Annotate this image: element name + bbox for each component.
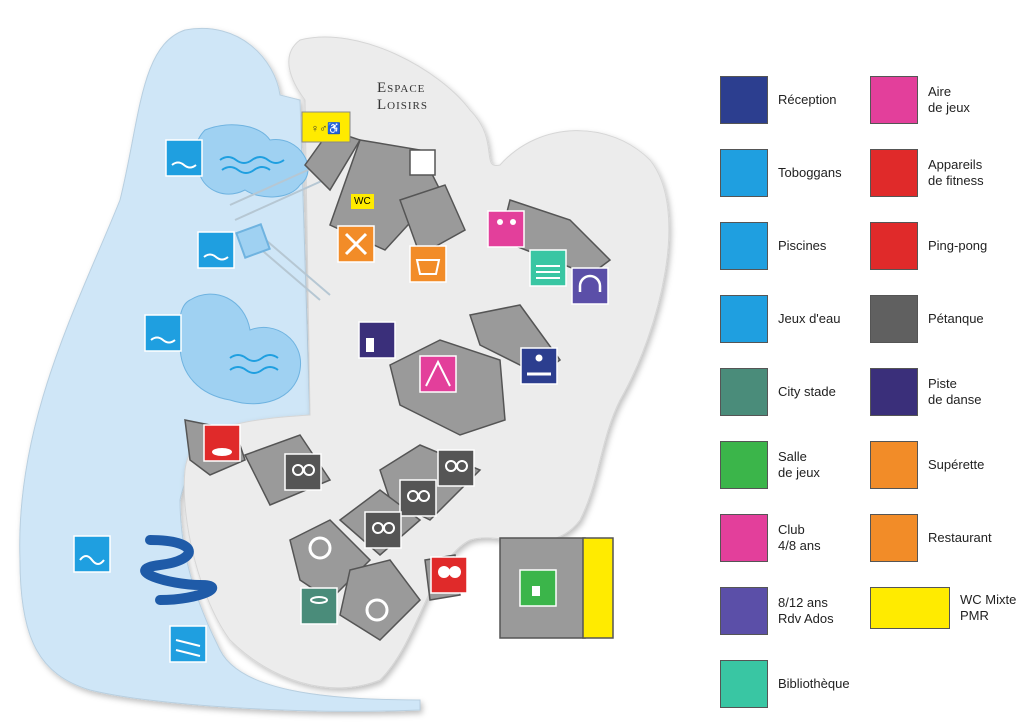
ping-pong-icon: [870, 222, 918, 270]
legend-item: Appareils de fitness: [870, 149, 984, 197]
legend-label: Salle de jeux: [778, 449, 820, 480]
map-pin-fitness[interactable]: [203, 424, 241, 462]
legend-item: Piscines: [720, 222, 826, 270]
water-games-icon: [720, 295, 768, 343]
headphones-icon: [720, 587, 768, 635]
map-pin-game-room[interactable]: [519, 569, 557, 607]
fitness-icon: [870, 149, 918, 197]
wc-tag: WC: [351, 194, 374, 209]
legend-label: Club 4/8 ans: [778, 522, 821, 553]
legend-item: WC Mixte PMR: [870, 587, 1016, 629]
map-pin-pool-2[interactable]: [197, 231, 235, 269]
espace-loisirs-title: Espace Loisirs: [377, 80, 428, 114]
map-pin-wc[interactable]: ♀♂♿: [301, 111, 351, 143]
petanque-icon: [870, 295, 918, 343]
legend-label: Réception: [778, 92, 837, 107]
map-pin-pool-1[interactable]: [165, 139, 203, 177]
map-pin-playground[interactable]: [419, 355, 457, 393]
legend-item: Restaurant: [870, 514, 992, 562]
map-pin-petanque-3[interactable]: [399, 479, 437, 517]
restaurant-icon: [870, 514, 918, 562]
playground-icon: [870, 76, 918, 124]
legend-item: Piste de danse: [870, 368, 982, 416]
game-room-icon: [720, 441, 768, 489]
shop-basket-icon: [870, 441, 918, 489]
map-pin-petanque-2[interactable]: [437, 449, 475, 487]
pool-waves: [219, 156, 285, 374]
legend-item: 8/12 ans Rdv Ados: [720, 587, 834, 635]
legend-item: Supérette: [870, 441, 984, 489]
map-pin-reception[interactable]: [520, 347, 558, 385]
legend-label: WC Mixte PMR: [960, 592, 1017, 623]
map-pin-dance-floor[interactable]: [358, 321, 396, 359]
title-line-2: Loisirs: [377, 97, 429, 113]
map-pin-petanque-1[interactable]: [284, 453, 322, 491]
resort-map: ♀♂♿: [19, 28, 670, 712]
legend-label: Jeux d'eau: [778, 311, 841, 326]
legend-item: Ping-pong: [870, 222, 987, 270]
map-pin-water-games[interactable]: [73, 535, 111, 573]
slides-icon: [720, 149, 768, 197]
map-pin-teens[interactable]: [571, 267, 609, 305]
legend-item: Salle de jeux: [720, 441, 820, 489]
legend-item: Pétanque: [870, 295, 984, 343]
map-pin-city-stadium[interactable]: [300, 587, 338, 625]
legend-label: Supérette: [928, 457, 985, 472]
map-pin-petanque-4[interactable]: [364, 511, 402, 549]
library-icon: [720, 660, 768, 708]
legend-label: Aire de jeux: [928, 84, 970, 115]
wc-accessible-icon: [870, 587, 950, 629]
legend-label: Toboggans: [778, 165, 842, 180]
legend-label: Restaurant: [928, 530, 992, 545]
legend-label: Piste de danse: [928, 376, 982, 407]
map-pin-restaurant[interactable]: [337, 225, 375, 263]
legend-label: Piscines: [778, 238, 827, 253]
legend-label: Ping-pong: [928, 238, 988, 253]
legend-item: Aire de jeux: [870, 76, 970, 124]
legend-label: Bibliothèque: [778, 676, 850, 691]
map-pin-superette[interactable]: [409, 245, 447, 283]
legend-item: City stade: [720, 368, 836, 416]
title-line-1: Espace: [377, 80, 426, 96]
legend-label: 8/12 ans Rdv Ados: [778, 595, 834, 626]
spiral-slide: [140, 535, 218, 605]
city-stadium-icon: [720, 368, 768, 416]
svg-text:♀♂♿: ♀♂♿: [311, 122, 342, 135]
legend-label: Appareils de fitness: [928, 157, 984, 188]
map-pin-library[interactable]: [529, 249, 567, 287]
dance-floor-icon: [870, 368, 918, 416]
map-pin-kids-club[interactable]: [487, 210, 525, 248]
legend-item: Bibliothèque: [720, 660, 850, 708]
legend-item: Jeux d'eau: [720, 295, 840, 343]
map-pin-pool-3[interactable]: [144, 314, 182, 352]
map-pin-ping-pong[interactable]: [430, 556, 468, 594]
legend-item: Club 4/8 ans: [720, 514, 821, 562]
pool-icon: [720, 222, 768, 270]
legend-label: City stade: [778, 384, 836, 399]
legend-label: Pétanque: [928, 311, 984, 326]
map-pin-slides[interactable]: [169, 625, 207, 663]
legend-item: Réception: [720, 76, 837, 124]
kids-club-icon: [720, 514, 768, 562]
reception-icon: [720, 76, 768, 124]
legend-item: Toboggans: [720, 149, 842, 197]
